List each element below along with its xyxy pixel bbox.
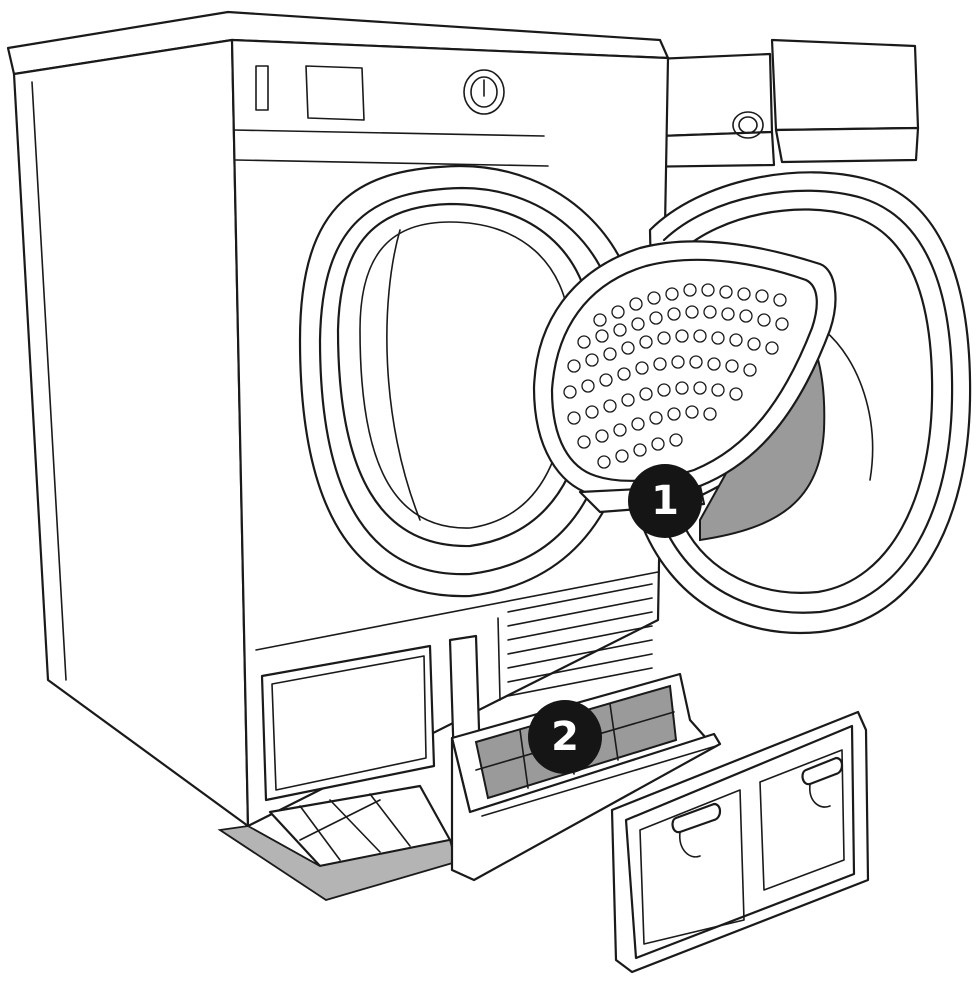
callout-plinth-filter: 2 <box>528 700 602 774</box>
filter-cover-panel <box>610 710 870 974</box>
callout-door-filter: 1 <box>628 464 702 538</box>
door-lint-filter <box>532 240 837 514</box>
lower-plinth <box>217 571 659 901</box>
callout-plinth-filter-number: 2 <box>551 714 579 760</box>
callout-door-filter-number: 1 <box>651 478 679 524</box>
filter-holes <box>563 283 789 469</box>
